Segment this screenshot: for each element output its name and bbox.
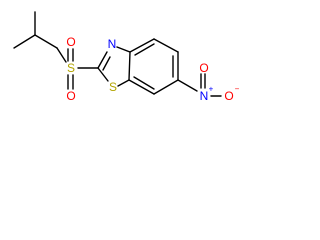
atom-nitro-n: N [200,89,209,103]
bonds [13,11,222,97]
atom-sulfonyl-o-bottom: O [66,89,75,103]
bond-c3a-c4 [129,38,155,53]
atom-thiazole-n: N [108,37,117,51]
bond-c2-n3-b [102,56,111,71]
bond-c4-c5 [153,38,179,53]
bond-n3-c3a [116,46,131,53]
atom-nitro-o-right: O [224,89,233,103]
bond-c3a-c4-inner [134,43,155,56]
atom-sulfonyl-s: S [67,61,75,75]
bond-c7-c7a [128,79,155,95]
bond-ch2-s [56,47,67,63]
atom-nitro-o-charge: − [235,85,240,94]
bond-c7-c7a-inner [133,76,155,90]
bond-s1-c7a [117,79,130,87]
atom-sulfonyl-o-top: O [66,35,75,49]
bond-methyl-left [13,34,36,49]
bond-ch-ch2 [34,34,58,49]
bond-c6-nitro-n [177,79,198,92]
bond-c2-s1 [97,67,109,82]
bond-c3a-c7a [128,51,131,81]
atom-thiazole-s: S [109,80,117,94]
molecule-diagram: S O O N S N + O O − [13,11,240,103]
atom-nitro-n-charge: + [209,85,214,94]
bond-c6-c7 [153,79,179,95]
bond-c2-n3-a [97,51,108,69]
atom-nitro-o-top: O [199,61,208,75]
atom-labels: S O O N S N + O O − [66,35,239,103]
